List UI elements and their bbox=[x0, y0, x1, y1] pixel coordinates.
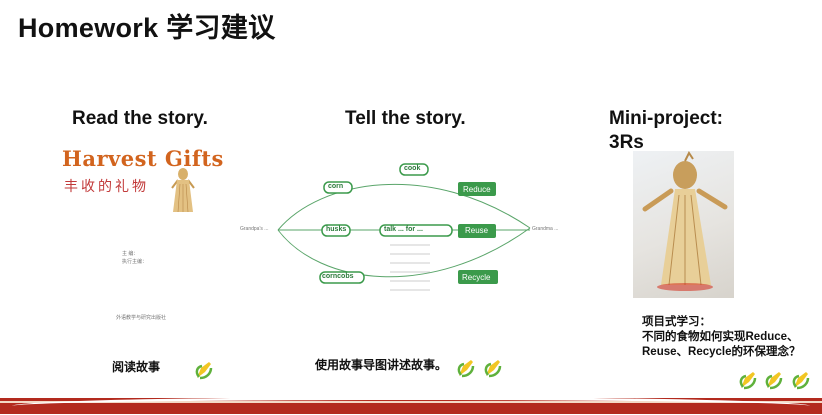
project-question-line1: 不同的食物如何实现Reduce、 bbox=[642, 331, 799, 343]
mindmap-action-reduce: Reduce bbox=[463, 185, 491, 194]
book-credit-editor: 主 编： bbox=[122, 251, 139, 257]
project-label: 项目式学习： bbox=[642, 316, 711, 328]
corn-doll-photo bbox=[633, 151, 734, 298]
corn-icon bbox=[457, 360, 475, 378]
corn-icon bbox=[765, 372, 783, 390]
mindmap-right-node: Grandma ... bbox=[532, 226, 559, 232]
read-story-caption: 阅读故事 bbox=[112, 360, 161, 374]
book-credit-executive: 执行主编： bbox=[122, 259, 148, 265]
mini-project-heading: Mini-project: bbox=[609, 108, 723, 129]
book-publisher: 外语教学与研究出版社 bbox=[116, 315, 167, 321]
mindmap-action-reuse: Reuse bbox=[465, 226, 489, 235]
footer-wave bbox=[12, 397, 810, 415]
corn-doll-figure bbox=[642, 151, 728, 291]
corn-icon bbox=[484, 360, 502, 378]
corn-icon bbox=[739, 372, 757, 390]
book-cover-title: Harvest Gifts bbox=[62, 146, 224, 171]
project-question-line2: Reuse、Recycle的环保理念？ bbox=[642, 346, 801, 358]
mindmap-word-corncobs: corncobs bbox=[322, 273, 354, 280]
mini-project-heading-3rs: 3Rs bbox=[609, 132, 644, 153]
tell-story-heading: Tell the story. bbox=[345, 108, 466, 129]
read-story-heading: Read the story. bbox=[72, 108, 208, 129]
story-mindmap bbox=[277, 163, 531, 291]
corn-doll-illustration bbox=[171, 168, 195, 213]
book-cover-subtitle: 丰收的礼物 bbox=[64, 179, 149, 195]
mindmap-action-recycle: Recycle bbox=[462, 273, 491, 282]
mindmap-word-husks: husks bbox=[326, 226, 347, 233]
tell-story-caption: 使用故事导图讲述故事。 bbox=[315, 358, 448, 372]
mindmap-left-node: Grandpa's ... bbox=[240, 226, 269, 232]
mindmap-word-cook: cook bbox=[404, 165, 421, 172]
corn-icon bbox=[792, 372, 810, 390]
corn-icon bbox=[195, 362, 213, 380]
mindmap-word-talk-for: talk ... for ... bbox=[384, 226, 423, 233]
page-title: Homework 学习建议 bbox=[18, 13, 276, 43]
mindmap-word-corn: corn bbox=[328, 183, 344, 190]
